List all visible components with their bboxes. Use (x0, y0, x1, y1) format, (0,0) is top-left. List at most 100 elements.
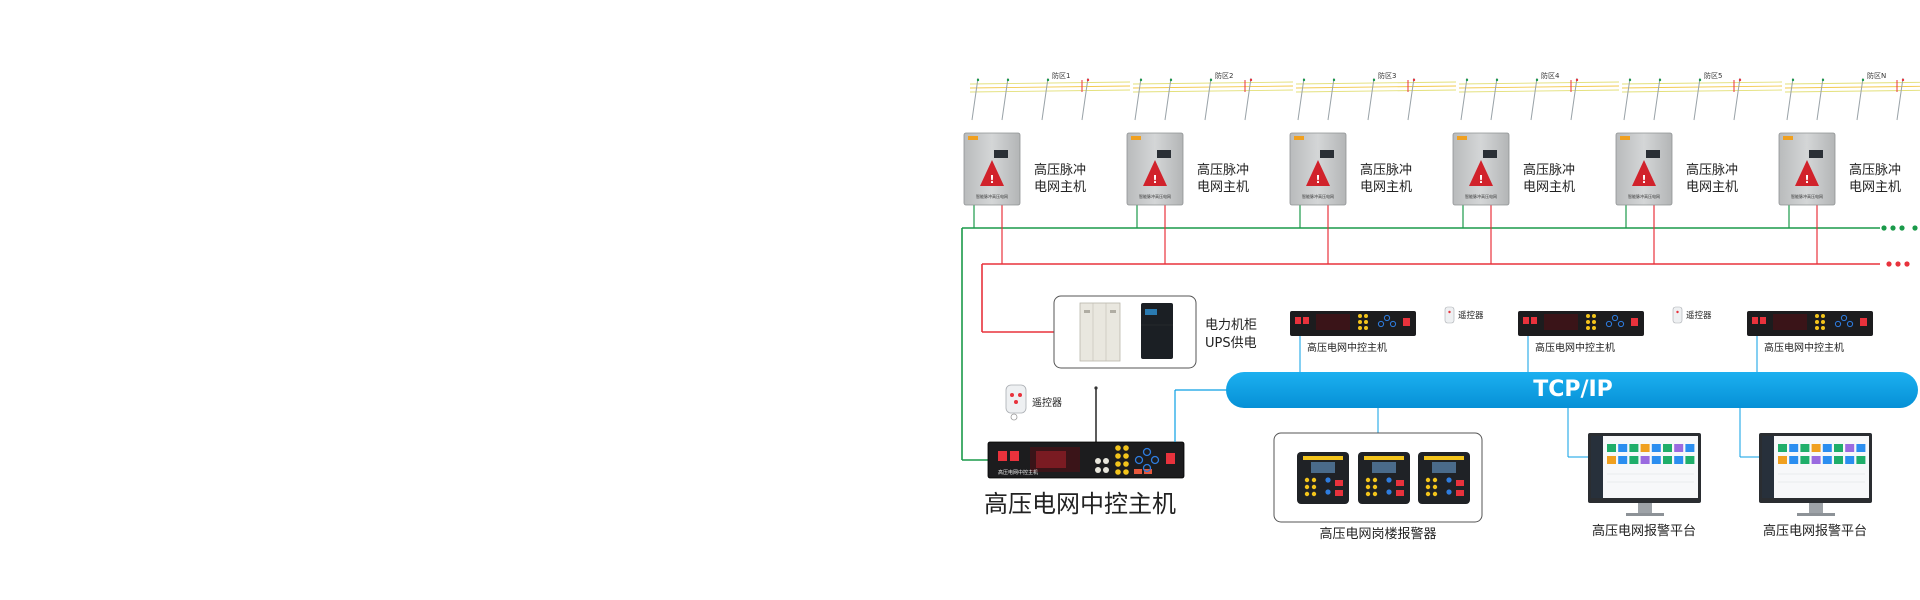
warning-icon (1306, 160, 1330, 186)
fence-zones: 防区1 防区2 防区3 防区4 防区5 防区N (969, 71, 1920, 121)
ups-tower (1141, 303, 1173, 359)
remote-control: 遥控器 (1005, 384, 1062, 421)
cabinet-label-line2: 电网主机 (1360, 180, 1412, 195)
main-host-label: 高压电网中控主机 (984, 490, 1176, 518)
main-host-key (1115, 445, 1121, 451)
svg-text:!: ! (1315, 173, 1320, 186)
main-host-panel-text: 高压电网中控主机 (998, 469, 1038, 476)
fence-zone: 防区5 (1621, 71, 1783, 121)
tcp-label: TCP/IP (1533, 377, 1613, 402)
zone-label: 防区4 (1541, 71, 1560, 80)
tower-alarm-unit (1297, 452, 1349, 504)
svg-text:!: ! (1478, 173, 1483, 186)
remote-icon (1672, 306, 1683, 324)
green-bus-continuation-dot (1881, 225, 1887, 231)
red-bus (981, 261, 1910, 333)
tower-alarm-unit (1358, 452, 1410, 504)
red-bus-continuation-dot (1886, 261, 1892, 267)
fence-zone: 防区3 (1295, 71, 1457, 121)
zone-label: 防区2 (1215, 71, 1233, 80)
main-host-key (1123, 453, 1129, 459)
platform-label: 高压电网报警平台 (1592, 523, 1696, 539)
svg-text:!: ! (1641, 173, 1646, 186)
main-host-key (1115, 461, 1121, 467)
zone-label: 防区5 (1704, 71, 1722, 80)
main-host-key (1123, 461, 1129, 467)
sub-host-unit: 高压电网中控主机 遥控器 (1290, 306, 1484, 372)
cabinet-label-line1: 高压脉冲 (1197, 162, 1249, 178)
warning-icon (1143, 160, 1167, 186)
warning-icon (980, 160, 1004, 186)
main-host: 高压电网中控主机 高压电网中控主机 (984, 386, 1185, 518)
remote-label: 遥控器 (1686, 310, 1712, 321)
green-bus-continuation-dot (1899, 225, 1905, 231)
cabinet-label-line2: 电网主机 (1523, 180, 1575, 195)
fence-zone: 防区4 (1458, 71, 1620, 121)
red-bus-continuation-dot (1895, 261, 1901, 267)
warning-icon (1795, 160, 1819, 186)
sub-host-label: 高压电网中控主机 (1764, 341, 1844, 354)
cabinet-label-line1: 高压脉冲 (1849, 162, 1901, 178)
tower-alarm-group: 高压电网岗楼报警器 (1273, 408, 1483, 542)
fence-zone: 防区2 (1132, 71, 1294, 121)
remote-icon (1005, 384, 1027, 414)
warning-icon (1469, 160, 1493, 186)
fence-zone: 防区1 (969, 71, 1131, 121)
cabinet-label-line1: 高压脉冲 (1360, 162, 1412, 178)
cabinet-label-line2: 电网主机 (1034, 180, 1086, 195)
green-bus-continuation-dot (1890, 225, 1896, 231)
power-ups-group: 电力机柜 UPS供电 (1053, 295, 1257, 369)
tcp-bar (1226, 372, 1918, 408)
green-bus-continuation-dot (1912, 225, 1918, 231)
tower-alarm-unit (1418, 452, 1470, 504)
zone-label: 防区N (1867, 71, 1886, 80)
zone-label: 防区1 (1052, 71, 1070, 80)
cabinet-panel-text: 智能脉冲高压电网 (1302, 193, 1334, 199)
sub-host-label: 高压电网中控主机 (1307, 341, 1387, 354)
alarm-platform: 高压电网报警平台 (1739, 408, 1872, 539)
cabinet-label-line2: 电网主机 (1686, 180, 1738, 195)
remote-icon (1444, 306, 1455, 324)
cabinet-panel-text: 智能脉冲高压电网 (1791, 193, 1823, 199)
sub-host-label: 高压电网中控主机 (1535, 341, 1615, 354)
sub-host-unit: 高压电网中控主机 遥控器 (1518, 306, 1712, 372)
remote-label: 遥控器 (1458, 310, 1484, 321)
warning-icon (1632, 160, 1656, 186)
power-label-line2: UPS供电 (1205, 336, 1257, 351)
cabinet-label-line1: 高压脉冲 (1034, 162, 1086, 178)
main-host-key (1115, 469, 1121, 475)
main-host-key (1123, 469, 1129, 475)
cabinet-label-line2: 电网主机 (1197, 180, 1249, 195)
cabinet-label-line1: 高压脉冲 (1686, 162, 1738, 178)
main-host-key (1115, 453, 1121, 459)
sub-host-unit: 高压电网中控主机 (1747, 311, 1873, 372)
svg-text:!: ! (1152, 173, 1157, 186)
zone-label: 防区3 (1378, 71, 1396, 80)
cabinet-panel-text: 智能脉冲高压电网 (1465, 193, 1497, 199)
tower-alarm-label: 高压电网岗楼报警器 (1319, 526, 1436, 542)
fence-zone: 防区N (1784, 71, 1920, 121)
svg-text:!: ! (989, 173, 994, 186)
svg-text:!: ! (1804, 173, 1809, 186)
green-bus (961, 225, 1918, 461)
main-host-key (1123, 445, 1129, 451)
cabinet-panel-text: 智能脉冲高压电网 (1628, 193, 1660, 199)
red-bus-continuation-dot (1904, 261, 1910, 267)
platform-row: 高压电网报警平台 高压电网报警平台 (1567, 408, 1872, 539)
remote-label: 遥控器 (1032, 396, 1062, 409)
alarm-platform: 高压电网报警平台 (1567, 408, 1701, 539)
power-box-frame (1053, 295, 1197, 369)
platform-label: 高压电网报警平台 (1763, 523, 1867, 539)
cabinet-label-line1: 高压脉冲 (1523, 162, 1575, 178)
cabinet-label-line2: 电网主机 (1849, 180, 1901, 195)
tcp-network: TCP/IP (1174, 372, 1918, 442)
